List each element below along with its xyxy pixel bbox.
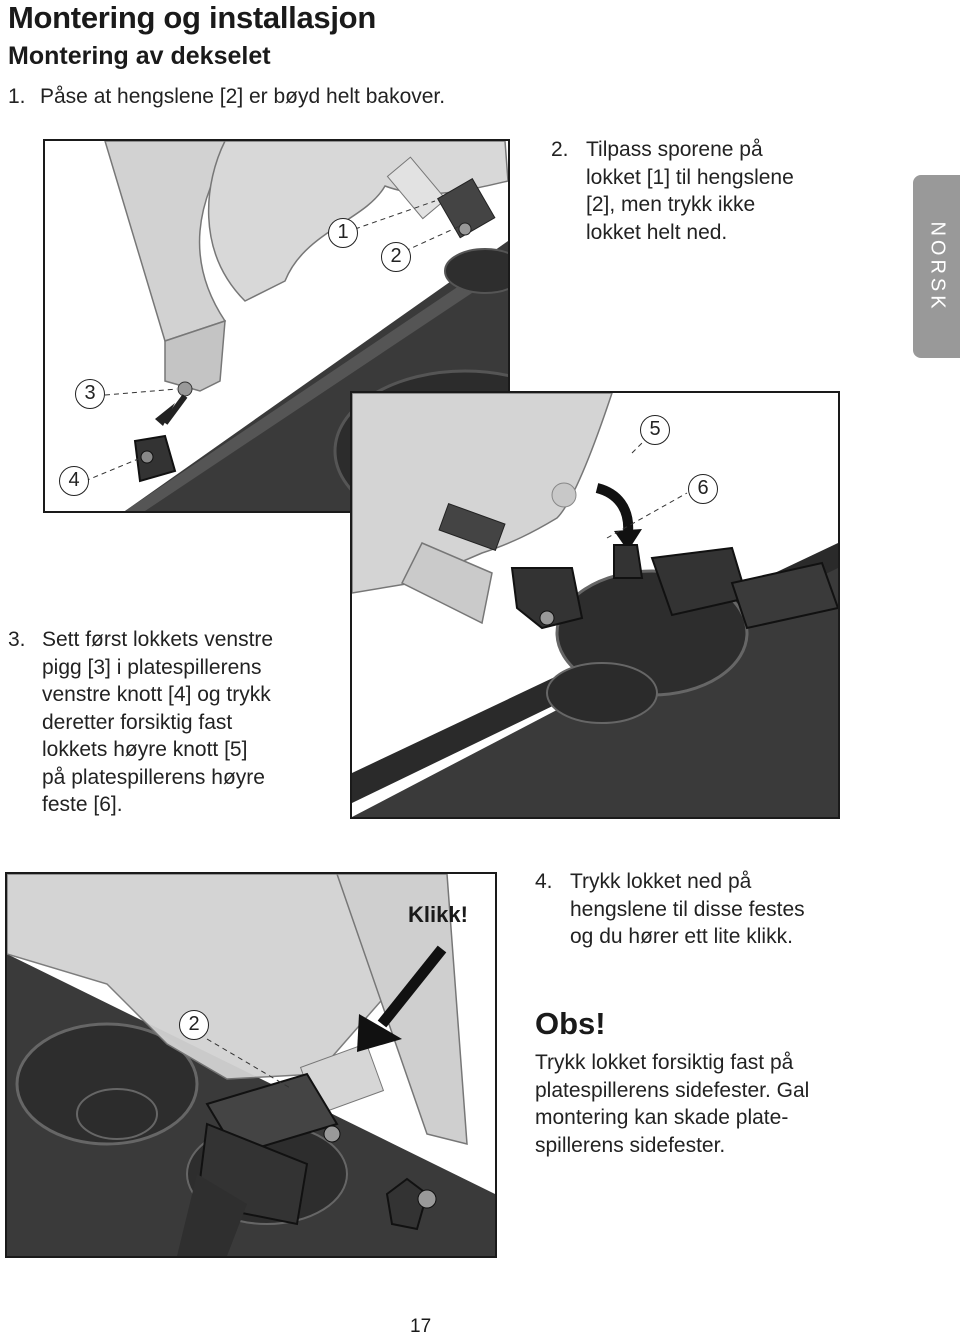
callout-2: 2 — [381, 242, 411, 272]
callout-6: 6 — [688, 474, 718, 504]
note-title: Obs! — [535, 1006, 606, 1041]
language-tab-label: NORSK — [926, 220, 948, 313]
callout-4: 4 — [59, 466, 89, 496]
section-title: Montering av dekselet — [8, 42, 271, 70]
callout-3: 3 — [75, 379, 105, 409]
step-3: 3. Sett først lokkets venstre pigg [3] i… — [8, 626, 338, 819]
figure-3-illustration — [7, 874, 495, 1256]
step-1: 1. Påse at hengslene [2] er bøyd helt ba… — [8, 83, 445, 111]
step-2-number: 2. — [551, 138, 569, 161]
step-4: 4. Trykk lokket ned på hengslene til dis… — [535, 868, 865, 951]
click-label: Klikk! — [408, 902, 468, 927]
note-body: Trykk lokket forsiktig fast på platespil… — [535, 1051, 810, 1157]
step-2-text: Tilpass sporene på lokket [1] til hengsl… — [586, 138, 794, 244]
callout-5: 5 — [640, 415, 670, 445]
step-4-text: Trykk lokket ned på hengslene til disse … — [570, 870, 805, 948]
page-number: 17 — [410, 1316, 432, 1337]
page-title: Montering og installasjon — [8, 0, 376, 35]
step-1-number: 1. — [8, 85, 26, 108]
step-4-number: 4. — [535, 870, 553, 893]
step-3-text: Sett først lokkets venstre pigg [3] i pl… — [42, 628, 274, 816]
language-tab: NORSK — [913, 175, 960, 358]
step-2: 2. Tilpass sporene på lokket [1] til hen… — [551, 136, 851, 246]
figure-lid-insertion: 5 6 — [350, 391, 840, 819]
figure-2-illustration — [352, 393, 838, 817]
step-1-text: Påse at hengslene [2] er bøyd helt bakov… — [40, 85, 446, 108]
figure-press-lid: 2 — [5, 872, 497, 1258]
callout-1: 1 — [328, 218, 358, 248]
callout-2-lower: 2 — [179, 1010, 209, 1040]
step-3-number: 3. — [8, 628, 26, 651]
